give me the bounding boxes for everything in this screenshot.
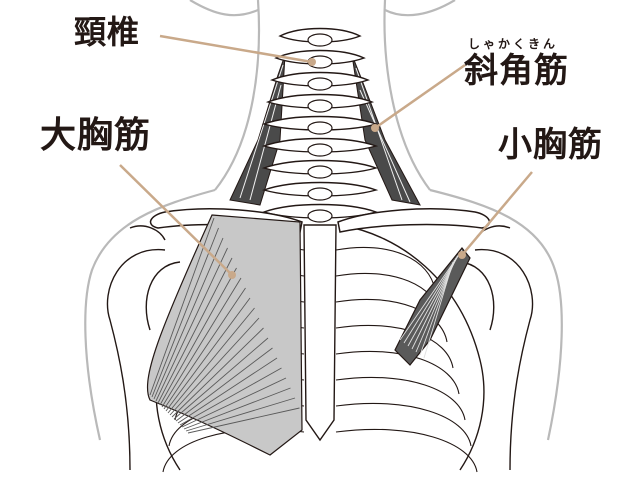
shoulder-outline-left xyxy=(84,188,216,441)
leader-line-pectoralis-minor xyxy=(461,171,533,256)
scalene-line xyxy=(239,64,284,199)
muscle-fiber xyxy=(423,261,454,359)
jaw-outline-left xyxy=(189,0,259,17)
vertebra-body xyxy=(307,209,333,223)
leader-dot-pectoralis-minor xyxy=(458,251,466,259)
rib-right xyxy=(335,350,460,395)
vertebra-body xyxy=(307,77,333,91)
jaw-outline-right xyxy=(384,0,456,17)
sternum xyxy=(303,224,337,442)
muscle-fiber xyxy=(163,287,246,410)
rib-right xyxy=(335,402,472,447)
scalene-line xyxy=(359,89,411,203)
label-scalene-ruby: しゃかくきん xyxy=(468,37,559,51)
shoulder-outline-right xyxy=(429,188,563,441)
muscle-fiber xyxy=(155,247,228,402)
vertebra-body xyxy=(307,187,333,201)
humerus-left xyxy=(106,249,166,471)
cervical-spine xyxy=(261,27,379,223)
leader-endpoints xyxy=(228,58,466,279)
muscle-fiber xyxy=(173,337,269,420)
rib-right xyxy=(335,324,454,369)
muscle-fiber xyxy=(175,347,273,422)
neck-outline-right xyxy=(383,0,431,191)
label-scalene: 斜角筋 xyxy=(464,51,569,91)
muscle-fiber xyxy=(177,357,278,424)
muscle-fiber xyxy=(167,307,255,414)
rib-right xyxy=(335,428,478,473)
scalene-right xyxy=(351,54,421,206)
pectoralis-minor-fibers xyxy=(399,249,463,359)
neck-outline-left xyxy=(214,0,261,191)
vertebra-body xyxy=(307,143,333,157)
humerus-left-inner xyxy=(145,261,181,331)
leader-dot-scalene xyxy=(371,124,379,132)
muscle-fiber xyxy=(165,297,251,412)
muscle-fiber xyxy=(179,367,282,426)
muscle-fiber xyxy=(151,227,219,398)
muscle-fiber xyxy=(169,317,260,416)
leader-lines xyxy=(119,34,533,276)
leader-line-cervical-spine xyxy=(159,34,313,64)
rib-right xyxy=(335,298,448,343)
muscle-fiber xyxy=(161,277,242,408)
muscle-fiber xyxy=(157,257,233,404)
muscle-fiber xyxy=(153,237,224,400)
vertebra-body xyxy=(307,33,333,47)
leader-dot-cervical-spine xyxy=(308,58,316,66)
label-cervical-spine: 頸椎 xyxy=(74,13,141,51)
vertebra-body xyxy=(307,99,333,113)
muscle-fiber xyxy=(185,397,296,432)
shoulder-joints xyxy=(106,225,534,471)
muscle-fiber xyxy=(159,267,237,406)
pectoralis-major xyxy=(147,214,303,456)
muscle-fiber xyxy=(183,387,291,430)
acromion-left xyxy=(129,225,166,241)
humerus-right-inner xyxy=(459,261,495,331)
leader-line-pectoralis-major xyxy=(119,164,233,276)
rib-right xyxy=(335,376,466,421)
label-pectoralis-minor: 小胸筋 xyxy=(498,125,603,165)
vertebra-body xyxy=(307,121,333,135)
scalene-line xyxy=(355,67,403,201)
leader-line-scalene xyxy=(374,63,466,130)
muscle-fiber xyxy=(187,407,300,434)
label-pectoralis-major: 大胸筋 xyxy=(40,115,152,156)
ribcage-right-outline xyxy=(339,224,485,471)
humerus-right xyxy=(474,249,534,471)
body-silhouette xyxy=(84,0,563,441)
leader-dot-pectoralis-major xyxy=(228,271,236,279)
vertebra-body xyxy=(307,165,333,179)
rib-right xyxy=(335,246,436,291)
muscle-fiber xyxy=(171,327,264,418)
muscle-fiber xyxy=(181,377,287,428)
